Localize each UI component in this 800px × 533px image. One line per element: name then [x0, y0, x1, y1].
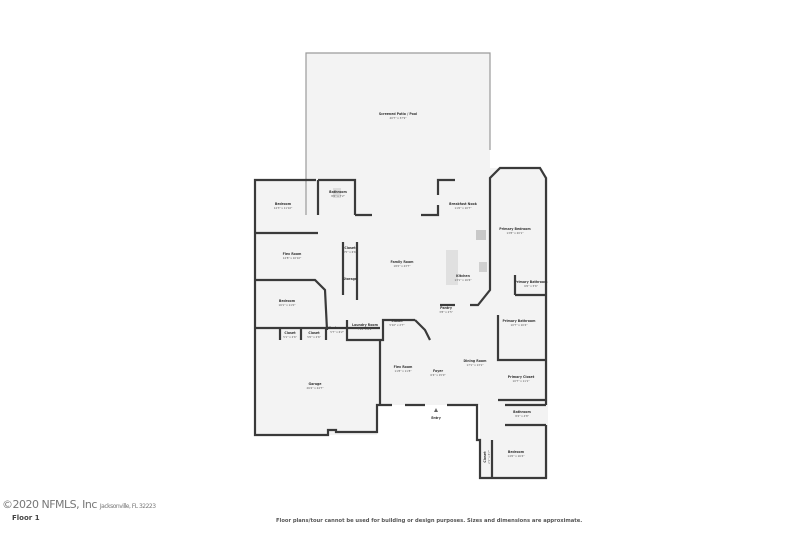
- room-label: Closet: [284, 331, 296, 335]
- room-label: Family Room: [391, 260, 415, 264]
- room-dims: 2'1" x 6'7": [487, 450, 491, 464]
- kitchen-fixtures: [333, 188, 487, 285]
- room-dims: 7'11" x 6'2": [357, 327, 372, 331]
- room-label: Closet: [391, 319, 403, 323]
- entry-label: Entry: [431, 416, 442, 420]
- patio-screen: [305, 52, 491, 215]
- copyright-watermark: ©2020 NFMLS, Inc Jacksonville, FL 32223: [2, 498, 156, 511]
- room-dims: 13'8" x 20'1": [507, 231, 524, 235]
- room-label: Washroom: [328, 326, 348, 330]
- room-dims: 17'1" x 13'1": [467, 363, 484, 367]
- disclaimer: Floor plans/tour cannot be used for buil…: [276, 518, 583, 524]
- room-labels: Screened Patio / Pool 40'7" x 37'9" Bedr…: [274, 112, 548, 464]
- entry-arrow-icon: [434, 408, 438, 412]
- room-label: Bedroom: [508, 450, 525, 454]
- room-label: Primary Bedroom: [499, 227, 531, 231]
- room-label: Bedroom: [279, 299, 296, 303]
- room-dims: 14'3" x 11'10": [274, 206, 293, 210]
- room-label: Primary Bathroom: [515, 280, 549, 284]
- room-dims: 11'8" x 11'8": [395, 369, 412, 373]
- room-label: Storage: [343, 277, 357, 281]
- room-label: Closet: [344, 246, 356, 250]
- interior-walls: [255, 180, 546, 478]
- room-label: Pantry: [440, 306, 453, 310]
- room-label: Bedroom: [275, 202, 292, 206]
- room-dims: 40'7" x 37'9": [390, 116, 407, 120]
- room-dims: 5'7" x 6'2": [330, 330, 344, 334]
- house-floor: [255, 168, 548, 478]
- room-dims: 18'2" x 23'7": [394, 264, 411, 268]
- room-label: Primary Closet: [508, 375, 535, 379]
- room-label: Primary Bathroom: [503, 319, 537, 323]
- room-label: Laundry Room: [352, 323, 379, 327]
- room-dims: 10'7" x 10'4": [511, 323, 528, 327]
- room-label: Kitchen: [456, 274, 470, 278]
- exterior-walls: [253, 166, 548, 480]
- room-label: Screened Patio / Pool: [379, 112, 417, 116]
- room-label: Flex Room: [394, 365, 413, 369]
- room-dims: 14'8" x 10'10": [283, 256, 302, 260]
- room-label: Bathroom: [329, 190, 347, 194]
- room-label: Closet: [308, 331, 320, 335]
- room-label: Breakfast Nook: [449, 202, 478, 206]
- room-dims: 10'7" x 11'1": [513, 379, 530, 383]
- floor-label: Floor 1: [12, 514, 40, 522]
- room-dims: 6'6" x 5'6": [524, 284, 538, 288]
- room-dims: 5'0" x 2'6": [307, 335, 321, 339]
- room-dims: 13'1" x 16'6": [455, 278, 472, 282]
- room-dims: 6'4" x 15'0": [430, 373, 445, 377]
- room-dims: 3'8" x 2'5": [439, 310, 453, 314]
- room-dims: 3'5" x 6'6": [343, 250, 357, 254]
- room-dims: 16'1" x 11'0": [279, 303, 296, 307]
- room-dims: 26'4" x 24'7": [307, 386, 324, 390]
- room-dims: 11'6" x 10'7": [455, 206, 472, 210]
- room-dims: 8'6" x 7'2": [331, 194, 345, 198]
- room-label: Bathroom: [513, 410, 531, 414]
- room-label: Flex Room: [283, 252, 302, 256]
- room-dims: 14'6" x 16'4": [508, 454, 525, 458]
- room-dims: 8'4" x 4'8": [515, 414, 529, 418]
- room-label: Foyer: [433, 369, 443, 373]
- room-label: Closet: [483, 451, 487, 463]
- room-label: Dining Room: [464, 359, 488, 363]
- room-label: Garage: [309, 382, 322, 386]
- room-dims: 5'10" x 2'7": [389, 323, 404, 327]
- room-dims: 5'1" x 2'6": [283, 335, 297, 339]
